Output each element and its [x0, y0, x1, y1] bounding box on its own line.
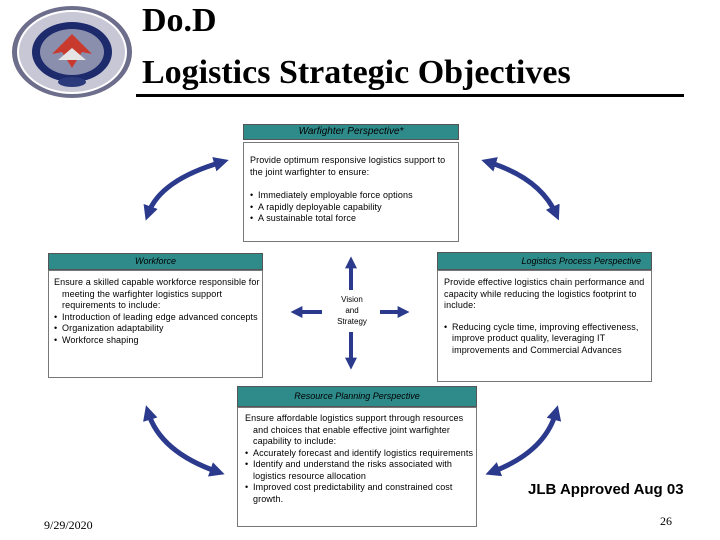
vision-and-strategy-label: Vision and Strategy [326, 294, 378, 327]
resource-planning-intro: Ensure affordable logistics support thro… [245, 413, 464, 446]
list-item: Organization adaptability [54, 323, 260, 335]
arrow-bottom-right-icon [485, 405, 562, 477]
page-number: 26 [660, 514, 672, 528]
title-line-2: Logistics Strategic Objectives [142, 54, 571, 91]
title-underline [136, 94, 684, 97]
list-item: A sustainable total force [250, 213, 458, 225]
resource-planning-bullets: Accurately forecast and identify logisti… [245, 448, 474, 506]
resource-planning-panel: Ensure affordable logistics support thro… [237, 407, 477, 527]
resource-planning-header: Resource Planning Perspective [237, 386, 477, 407]
list-item: Improved cost predictability and constra… [245, 482, 474, 505]
logistics-process-intro: Provide effective logistics chain perfor… [444, 277, 645, 310]
vision-line-1: Vision [341, 295, 363, 304]
vision-line-3: Strategy [337, 317, 367, 326]
list-item: A rapidly deployable capability [250, 202, 458, 214]
arrow-top-left-icon [143, 157, 229, 221]
list-item: Reducing cycle time, improving effective… [444, 322, 649, 357]
list-item: Accurately forecast and identify logisti… [245, 448, 474, 460]
workforce-bullets: Introduction of leading edge advanced co… [54, 312, 260, 347]
list-item: Identify and understand the risks associ… [245, 459, 474, 482]
arrow-top-right-icon [481, 157, 560, 221]
logistics-process-bullets: Reducing cycle time, improving effective… [444, 322, 649, 357]
logistics-process-panel: Provide effective logistics chain perfor… [437, 270, 652, 382]
list-item: Introduction of leading edge advanced co… [54, 312, 260, 324]
list-item: Immediately employable force options [250, 190, 458, 202]
warfighter-intro: Provide optimum responsive logistics sup… [250, 155, 446, 177]
workforce-header: Workforce [48, 253, 263, 270]
warfighter-bullets: Immediately employable force options A r… [250, 190, 458, 225]
dod-seal-logo [12, 6, 132, 98]
approval-note: JLB Approved Aug 03 [528, 481, 684, 498]
slide-date: 9/29/2020 [44, 518, 93, 532]
logistics-process-header: Logistics Process Perspective [437, 252, 652, 270]
workforce-intro: Ensure a skilled capable workforce respo… [54, 277, 260, 310]
warfighter-panel: Provide optimum responsive logistics sup… [243, 142, 459, 242]
workforce-panel: Ensure a skilled capable workforce respo… [48, 270, 263, 378]
title-line-1: Do.D [142, 2, 217, 39]
vision-line-2: and [345, 306, 359, 315]
list-item: Workforce shaping [54, 335, 260, 347]
warfighter-header: Warfighter Perspective* [243, 124, 459, 140]
arrow-bottom-left-icon [143, 405, 225, 477]
